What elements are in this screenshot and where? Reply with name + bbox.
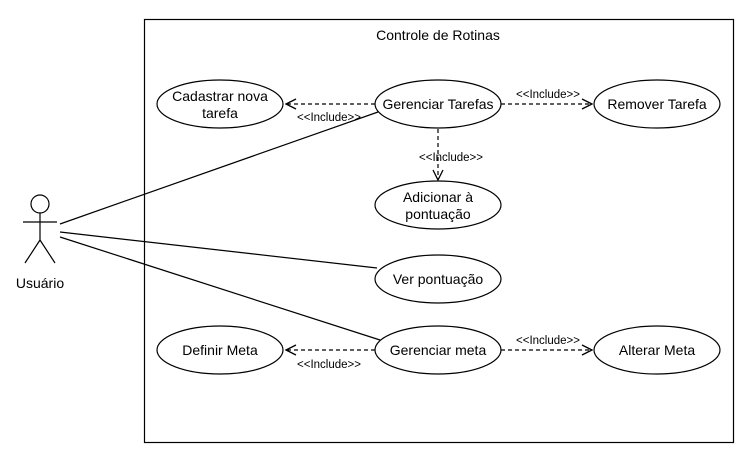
use-case-remover-tarefa <box>593 79 721 129</box>
include-label-remover: <<Include>> <box>516 89 580 101</box>
assoc-gerenciar-tarefas <box>59 111 379 225</box>
actor-usuario <box>23 194 57 264</box>
include-label-alterar: <<Include>> <box>516 335 580 347</box>
system-boundary <box>143 18 735 444</box>
use-case-label-remover-tarefa: Remover Tarefa <box>607 96 707 112</box>
system-title: Controle de Rotinas <box>376 27 500 43</box>
use-case-label-alterar-meta: Alterar Meta <box>619 342 695 358</box>
use-case-definir-meta <box>156 325 284 375</box>
use-case-alterar-meta <box>593 325 721 375</box>
use-case-label-adicionar-line1: Adicionar à <box>403 189 473 205</box>
use-case-label-gerenciar-tarefas: Gerenciar Tarefas <box>382 96 493 112</box>
include-label-adicionar: <<Include>> <box>419 152 483 164</box>
use-case-label-gerenciar-meta: Gerenciar meta <box>390 342 487 358</box>
use-case-label-cadastrar-line1: Cadastrar nova <box>172 88 268 104</box>
use-case-gerenciar-tarefas <box>374 79 502 129</box>
use-case-label-adicionar-line2: pontuação <box>405 206 471 222</box>
actor-head <box>30 194 50 214</box>
actor-right-leg <box>39 239 56 264</box>
use-case-label-cadastrar-line2: tarefa <box>202 105 238 121</box>
assoc-gerenciar-meta <box>59 236 381 341</box>
assoc-ver-pontuacao <box>59 231 378 269</box>
use-case-adicionar-pontuacao <box>374 180 502 230</box>
use-case-label-ver-pontuacao: Ver pontuação <box>393 271 484 287</box>
use-case-ver-pontuacao <box>374 254 502 304</box>
use-case-label-definir-meta: Definir Meta <box>182 342 258 358</box>
actor-left-leg <box>24 239 41 264</box>
use-case-gerenciar-meta <box>374 325 502 375</box>
include-label-cadastrar: <<Include>> <box>297 112 361 124</box>
use-case-cadastrar-nova-tarefa <box>156 79 284 129</box>
include-label-definir: <<Include>> <box>297 359 361 371</box>
actor-label: Usuário <box>16 275 64 291</box>
